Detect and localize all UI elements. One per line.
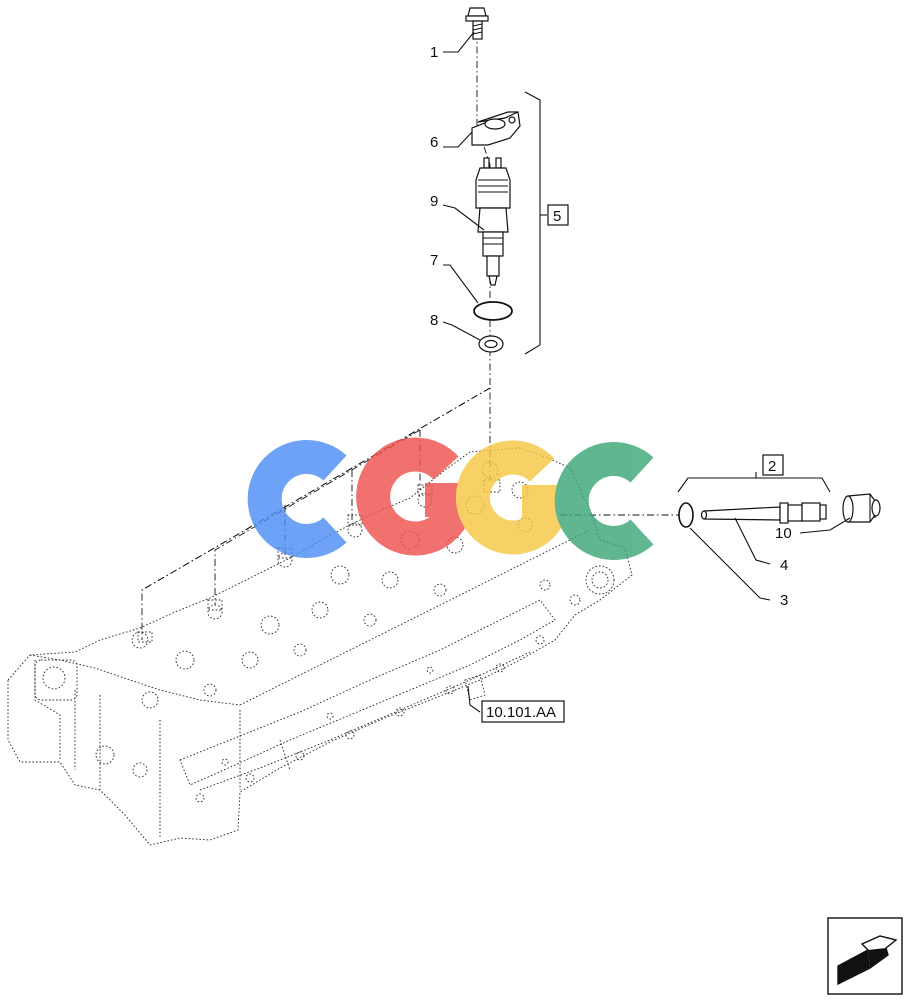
callout-5-boxed: 5 (553, 208, 561, 225)
kit-bracket-5 (524, 91, 541, 355)
callout-3: 3 (780, 592, 788, 609)
callout-4: 4 (780, 557, 788, 574)
watermark-letter-g2 (455, 440, 563, 555)
washer-part (478, 335, 504, 353)
callout-1: 1 (430, 44, 438, 61)
kit-bracket-2 (677, 477, 831, 493)
bolt-part (465, 7, 489, 40)
return-arrow-icon[interactable] (827, 917, 903, 995)
clamp-part (471, 111, 521, 146)
callout-9: 9 (430, 193, 438, 210)
watermark-logo (247, 437, 654, 560)
watermark-letter-c1 (247, 440, 347, 558)
pipe-o-ring-part (678, 502, 694, 528)
fitting-nut-part (842, 493, 881, 523)
cylinder-head (7, 447, 633, 846)
connector-tube-part (700, 502, 827, 524)
injector-centerline (476, 32, 491, 460)
callout-10: 10 (775, 525, 792, 542)
callout-6: 6 (430, 134, 438, 151)
callout-8: 8 (430, 312, 438, 329)
callout-7: 7 (430, 252, 438, 269)
callout-leaders (442, 31, 851, 713)
o-ring-part (473, 301, 513, 321)
reference-label: 10.101.AA (486, 704, 556, 721)
callout-2-boxed: 2 (768, 458, 776, 475)
injector-part (475, 157, 511, 286)
watermark-letter-g1 (356, 437, 467, 556)
watermark-letter-c2 (554, 442, 654, 560)
